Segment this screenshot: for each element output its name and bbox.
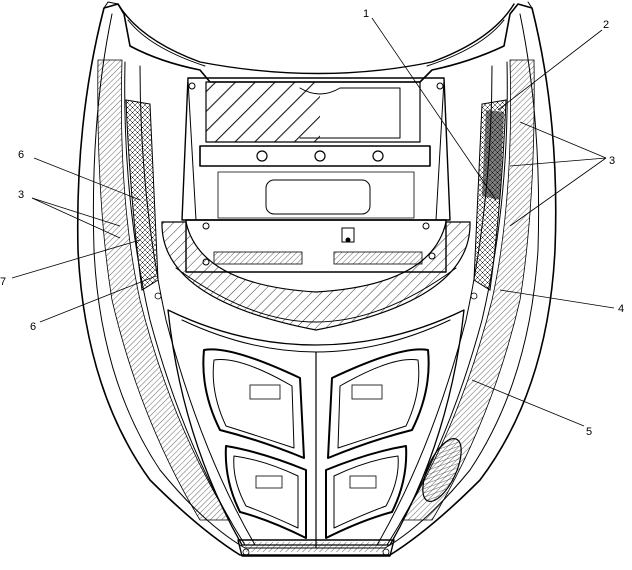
dash-panel	[181, 77, 451, 221]
callout-6-upper: 6	[18, 149, 24, 161]
hood-shell	[76, 1, 557, 556]
callouts: 1 2 3 6 3 7 6 4 5	[0, 8, 624, 438]
front-decal-band	[161, 221, 471, 331]
headlight-lower-right	[325, 445, 408, 539]
callout-3-right: 3	[609, 155, 615, 167]
callout-1: 1	[363, 8, 369, 20]
headlight-lower-left	[224, 445, 307, 539]
headlight-upper-left	[202, 348, 305, 459]
side-strip-right	[473, 99, 507, 291]
headlight-upper-right	[327, 348, 430, 459]
console-box	[185, 219, 447, 273]
callout-4: 4	[618, 303, 624, 315]
callout-3-left: 3	[18, 189, 24, 201]
callout-2: 2	[603, 19, 609, 31]
bumper-edge	[237, 539, 395, 557]
callout-6-lower: 6	[30, 321, 36, 333]
side-vent-oval	[422, 438, 462, 502]
callout-7: 7	[0, 276, 6, 288]
fastener-dots	[154, 292, 478, 556]
callout-5: 5	[586, 426, 592, 438]
side-strip-left	[125, 99, 159, 291]
leader-lines	[11, 17, 615, 427]
